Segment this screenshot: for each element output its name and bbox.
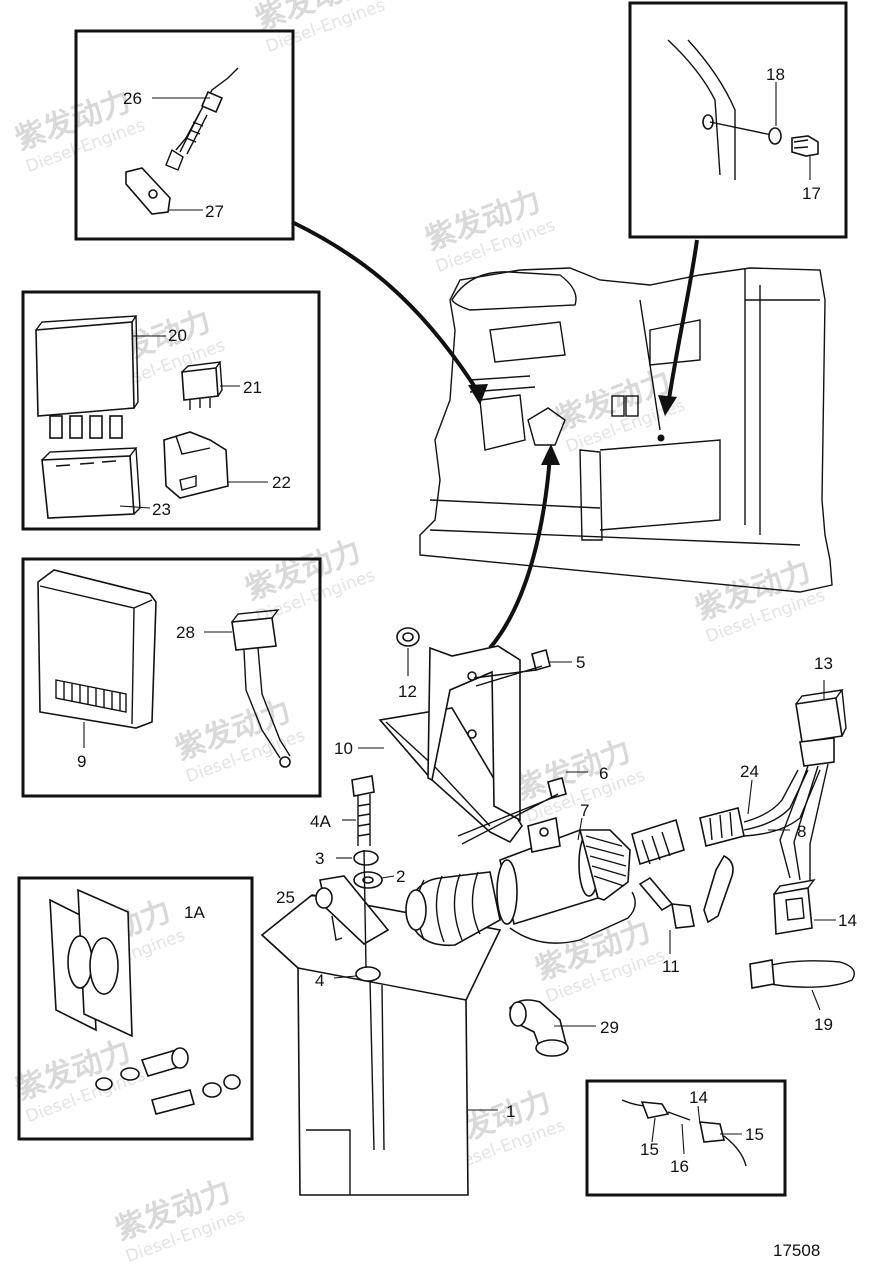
- callout-27: 27: [205, 202, 224, 221]
- callout-22: 22: [272, 473, 291, 492]
- callout-6: 6: [599, 764, 608, 783]
- callout-7: 7: [580, 801, 589, 820]
- detail-box-26-27: [74, 29, 295, 241]
- detail-box-control-unit: [21, 557, 322, 798]
- callout-9: 9: [77, 752, 86, 771]
- drawing-number: 17508: [773, 1241, 820, 1260]
- callout-25: 25: [276, 888, 295, 907]
- callout-11: 11: [662, 957, 680, 976]
- callout-10: 10: [334, 739, 353, 758]
- callout-4: 4: [315, 971, 324, 990]
- watermark-3: 紫发动力 Diesel-Engines: [421, 184, 558, 278]
- callout-1: 1: [506, 1102, 515, 1121]
- watermark-6: 紫发动力 Diesel-Engines: [241, 534, 378, 628]
- callout-23: 23: [152, 500, 171, 519]
- callout-2: 2: [396, 867, 405, 886]
- watermark-14: 紫发动力 Diesel-Engines: [111, 1174, 248, 1268]
- callout-17: 17: [802, 184, 821, 203]
- callout-14-detail: 14: [689, 1088, 708, 1107]
- callout-15-right: 15: [745, 1125, 764, 1144]
- callout-21: 21: [243, 378, 262, 397]
- callout-29: 29: [600, 1018, 619, 1037]
- callout-5: 5: [576, 653, 585, 672]
- callout-18: 18: [766, 65, 785, 84]
- pointer-arrows: [291, 220, 699, 650]
- callout-3: 3: [315, 849, 324, 868]
- detail-box-gaskets: [17, 876, 254, 1141]
- leader-lines: [310, 648, 836, 1111]
- callout-15-left: 15: [640, 1140, 659, 1159]
- callout-26: 26: [123, 89, 142, 108]
- callout-4A: 4A: [310, 812, 331, 831]
- callout-1A: 1A: [184, 903, 205, 922]
- detail-box-17-18: [628, 1, 848, 239]
- callout-19: 19: [814, 1015, 833, 1034]
- detail-box-relays: [21, 290, 321, 531]
- callout-28: 28: [176, 623, 195, 642]
- watermark-8: 紫发动力 Diesel-Engines: [171, 694, 308, 788]
- watermark-11: 紫发动力 Diesel-Engines: [531, 914, 668, 1008]
- main-assembly: [260, 627, 855, 1196]
- callout-20: 20: [168, 326, 187, 345]
- detail-box-connectors: [585, 1079, 787, 1197]
- watermark-7: 紫发动力 Diesel-Engines: [691, 554, 828, 648]
- callout-14-main: 14: [838, 911, 857, 930]
- callout-labels: 26 27 18 17 20 21 22 23 28 9 12 5 10 6 4…: [77, 65, 857, 1176]
- callout-8: 8: [797, 822, 806, 841]
- watermark-1: 紫发动力 Diesel-Engines: [251, 0, 388, 57]
- callout-16: 16: [670, 1157, 689, 1176]
- callout-13: 13: [814, 654, 833, 673]
- callout-24: 24: [740, 762, 759, 781]
- callout-12: 12: [398, 682, 417, 701]
